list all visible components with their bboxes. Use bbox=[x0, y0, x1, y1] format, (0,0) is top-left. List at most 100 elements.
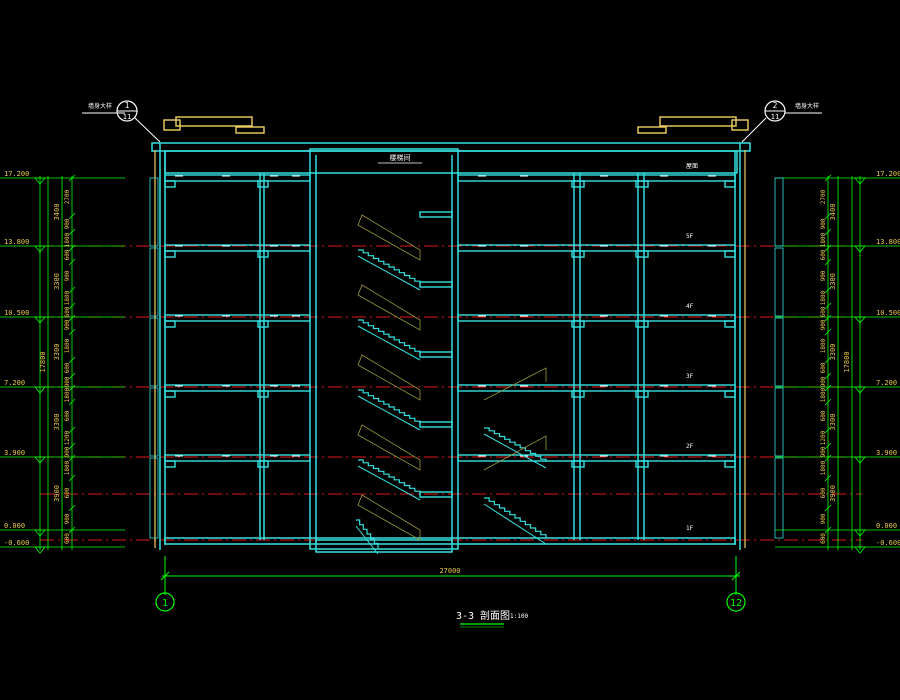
segment-dim: 900 bbox=[64, 376, 71, 387]
stair-flight bbox=[484, 427, 547, 462]
left-dimension-chain: 17.20013.80010.5007.2003.9000.000-0.6001… bbox=[0, 170, 159, 554]
dim-tick bbox=[68, 474, 76, 482]
dim-tick bbox=[824, 286, 832, 294]
wall-window-frame bbox=[774, 457, 784, 539]
bottom-dimension bbox=[160, 556, 741, 595]
right-dimension-chain: 17.20013.80010.5007.2003.9000.000-0.6001… bbox=[774, 170, 900, 554]
beam bbox=[635, 320, 649, 328]
segment-dim: 1800 bbox=[64, 387, 71, 402]
stair-landing bbox=[419, 491, 453, 498]
segment-dim: 600 bbox=[64, 487, 71, 498]
segment-dim: 600 bbox=[820, 533, 827, 544]
dim-tick bbox=[824, 384, 832, 392]
segment-dim: 600 bbox=[64, 533, 71, 544]
segment-dim: 600 bbox=[820, 249, 827, 260]
floor-height-dim: 3300 bbox=[829, 273, 837, 290]
beam bbox=[257, 390, 269, 398]
slab-left bbox=[164, 244, 311, 252]
beam bbox=[571, 390, 585, 398]
floor-label: 2F bbox=[686, 443, 694, 450]
dim-tick bbox=[68, 244, 76, 252]
slab-right bbox=[457, 314, 736, 322]
slab-left bbox=[164, 174, 311, 182]
dim-tick bbox=[824, 398, 832, 406]
beam bbox=[724, 460, 736, 468]
stair-soffit bbox=[357, 325, 421, 361]
dim-tick bbox=[824, 426, 832, 434]
elevation-value: 17.200 bbox=[4, 170, 29, 178]
segment-dim: 900 bbox=[64, 270, 71, 281]
floor-height-dim: 3900 bbox=[53, 485, 61, 502]
beam bbox=[164, 460, 176, 468]
dim-tick bbox=[824, 244, 832, 252]
stair-flight bbox=[356, 519, 379, 548]
beam bbox=[164, 320, 176, 328]
segment-dim: 900 bbox=[64, 319, 71, 330]
dim-tick bbox=[68, 454, 76, 462]
section-mark-left: 1 11 墙身大样 bbox=[82, 100, 161, 143]
axis-left-label: 1 bbox=[162, 598, 168, 609]
stair-soffit bbox=[357, 465, 421, 501]
beam bbox=[257, 320, 269, 328]
wall-window-frame bbox=[149, 457, 159, 539]
dim-tick bbox=[824, 228, 832, 236]
dim-tick bbox=[824, 356, 832, 364]
segment-dim: 900 bbox=[820, 218, 827, 229]
segment-dim: 900 bbox=[820, 376, 827, 387]
slab-left bbox=[164, 314, 311, 322]
beam bbox=[257, 180, 269, 188]
dim-tick bbox=[824, 504, 832, 512]
dim-tick bbox=[824, 328, 832, 336]
stair-hatch bbox=[483, 435, 547, 471]
total-height-dim: 17800 bbox=[843, 351, 851, 372]
dim-tick bbox=[824, 454, 832, 462]
stair-hatch bbox=[357, 214, 421, 261]
floor-label: 1F bbox=[686, 525, 694, 532]
stair-landing bbox=[419, 351, 453, 358]
stair-landing bbox=[419, 211, 453, 218]
beam bbox=[164, 250, 176, 258]
dim-tick bbox=[68, 174, 76, 182]
total-width-dim: 27000 bbox=[439, 567, 460, 575]
wall-window-frame bbox=[149, 177, 159, 247]
slab-left bbox=[164, 454, 311, 462]
stair-hatch bbox=[357, 424, 421, 471]
segment-dim: 1800 bbox=[64, 460, 71, 475]
beam bbox=[164, 390, 176, 398]
roof-parapets bbox=[163, 116, 749, 134]
segment-dim: 1800 bbox=[820, 290, 827, 305]
beam bbox=[257, 460, 269, 468]
section-mark-right-note: 墙身大样 bbox=[795, 102, 819, 110]
roof-label: 屋面 bbox=[686, 163, 698, 170]
segment-dim: 600 bbox=[820, 362, 827, 373]
axis-bubble-left: 1 bbox=[155, 592, 175, 612]
ground-slab bbox=[164, 537, 736, 545]
slab-right bbox=[457, 174, 736, 182]
section-mark-right-num: 2 bbox=[773, 101, 778, 110]
segment-dim: 900 bbox=[64, 218, 71, 229]
stair-flights bbox=[355, 214, 547, 555]
dim-tick bbox=[824, 302, 832, 310]
elevation-value: 3.900 bbox=[876, 449, 897, 457]
stair-hatch bbox=[483, 367, 547, 401]
floor-height-dim: 3300 bbox=[53, 414, 61, 431]
drawing-scale: 1:100 bbox=[510, 613, 528, 620]
beam bbox=[571, 460, 585, 468]
segment-dim: 600 bbox=[820, 410, 827, 421]
dim-tick bbox=[68, 526, 76, 534]
segment-dim: 1800 bbox=[820, 232, 827, 247]
dim-tick bbox=[824, 258, 832, 266]
floor-height-dim: 3400 bbox=[53, 204, 61, 221]
dim-tick bbox=[68, 302, 76, 310]
segment-dim: 1200 bbox=[820, 430, 827, 445]
segment-dim: 2700 bbox=[820, 189, 827, 204]
stair-pit bbox=[315, 539, 453, 553]
floor-height-dim: 3300 bbox=[829, 344, 837, 361]
elevation-value: 0.000 bbox=[876, 522, 897, 530]
elevation-value: 7.200 bbox=[876, 379, 897, 387]
section-mark-right: 2 11 墙身大样 bbox=[741, 100, 822, 143]
dim-tick bbox=[68, 442, 76, 450]
stair-flight bbox=[484, 497, 547, 538]
